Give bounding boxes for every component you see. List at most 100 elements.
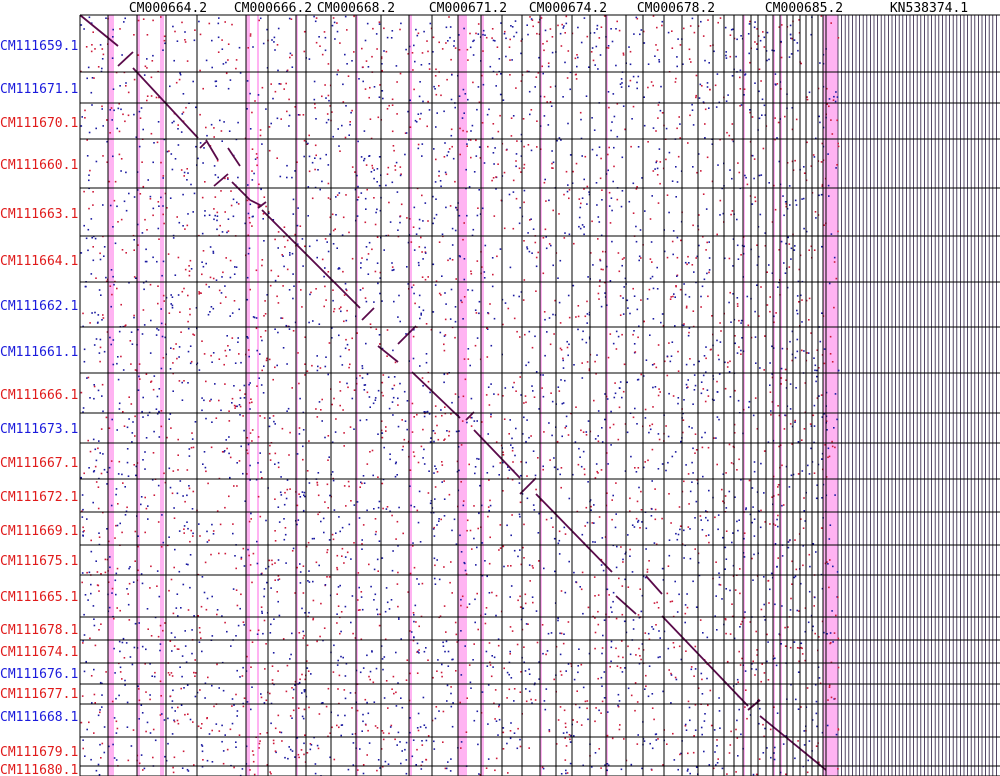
match-dot [530,18,533,20]
match-dot [558,137,561,139]
match-dot [343,294,346,296]
match-dot [788,243,791,245]
match-dot [488,404,491,406]
match-dot [720,330,722,332]
match-dot [218,17,220,19]
match-dot [145,730,147,733]
match-dot [311,161,314,164]
match-dot [446,430,448,432]
match-dot [441,675,443,678]
match-dot [371,248,373,251]
match-dot [803,428,806,430]
match-dot [481,74,483,77]
match-dot [769,391,772,393]
match-dot [466,130,468,133]
match-dot [356,174,358,177]
match-dot [502,461,504,464]
match-dot [705,371,707,373]
match-dot [287,325,289,328]
match-dot [479,484,481,487]
match-dot [475,564,477,566]
match-dot [308,134,310,137]
match-dot [702,235,704,238]
match-dot [337,688,339,690]
match-dot [594,541,596,543]
match-dot [115,593,117,596]
match-dot [340,655,342,658]
match-dot [420,64,423,66]
match-dot [361,367,364,370]
match-dot [549,86,552,88]
match-dot [756,654,758,656]
match-dot [547,124,550,126]
match-dot [173,507,175,509]
match-dot [438,578,441,581]
match-dot [657,468,660,470]
match-dot [324,238,327,240]
match-dot [233,485,235,487]
match-dot [474,472,476,475]
match-dot [141,161,143,163]
match-dot [413,566,416,569]
match-dot [701,733,703,736]
match-dot [319,188,321,191]
match-dot [433,577,436,580]
match-dot [449,581,451,584]
match-dot [651,364,654,366]
match-dot [751,154,754,157]
match-dot [118,130,121,133]
match-dot [519,549,521,551]
match-dot [552,526,554,528]
match-dot [249,35,252,37]
match-dot [323,275,325,278]
match-dot [713,399,715,401]
match-dot [449,318,452,320]
match-dot [629,653,632,656]
match-dot [173,120,175,123]
match-dot [336,566,338,569]
match-dot [693,675,695,677]
match-dot [269,632,272,634]
match-dot [286,363,288,365]
match-dot [461,117,464,119]
match-dot [327,164,330,166]
match-dot [270,269,273,272]
match-dot [572,170,574,173]
match-dot [694,668,697,670]
match-dot [509,626,512,628]
match-dot [83,28,85,30]
match-dot [170,294,172,296]
match-dot [225,355,228,357]
match-dot [593,399,595,402]
match-dot [324,365,327,368]
match-dot [465,731,468,733]
match-dot [769,384,771,386]
match-dot [603,697,606,699]
match-dot [331,533,334,536]
match-dot [86,77,88,80]
match-dot [310,291,312,294]
match-dot [491,137,494,139]
match-dot [380,420,383,422]
match-dot [576,54,578,56]
match-dot [823,224,825,226]
match-dot [229,456,232,459]
match-dot [343,320,345,323]
match-dot [300,749,303,751]
match-dot [328,99,330,102]
match-dot [780,367,783,370]
match-dot [124,17,126,20]
match-dot [567,294,570,297]
match-dot [413,620,415,623]
match-dot [800,518,802,520]
match-dot [263,619,266,622]
match-dot [397,425,400,428]
match-dot [312,617,315,620]
match-dot [724,495,727,497]
match-dot [529,113,531,116]
match-dot [146,58,148,60]
match-dot [159,680,162,683]
match-dot [120,303,122,306]
match-dot [109,285,112,287]
match-dot [100,428,103,430]
